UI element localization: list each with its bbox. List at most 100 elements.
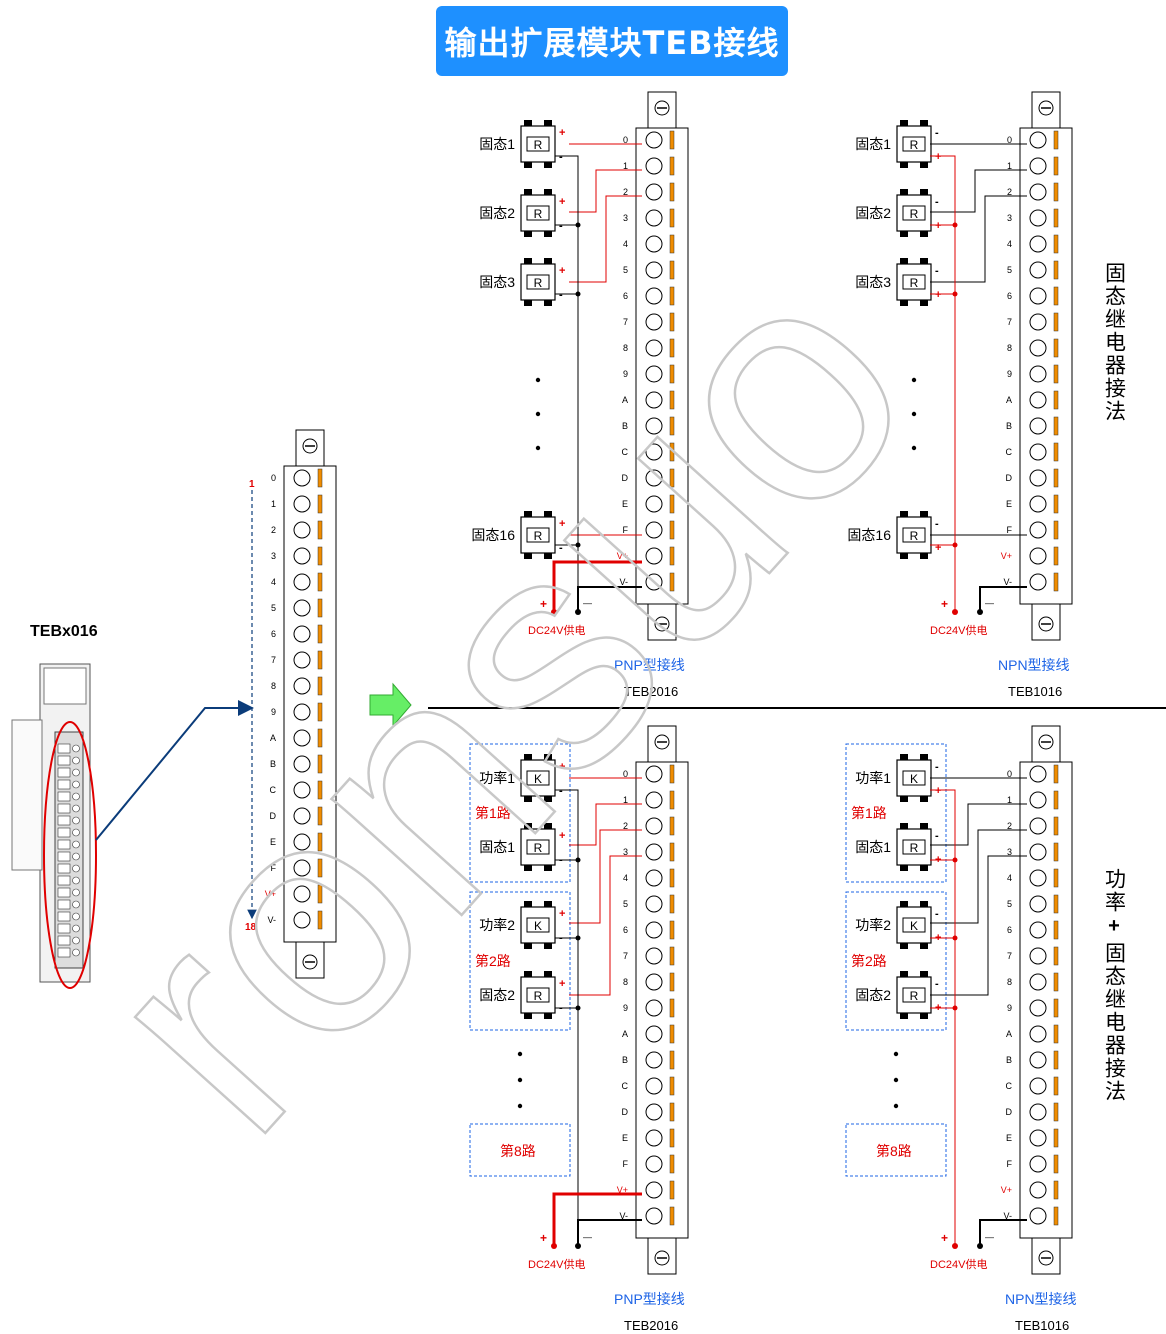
terminal-stripe — [669, 920, 675, 940]
terminal-stripe — [669, 1102, 675, 1122]
strip-body — [635, 127, 689, 605]
terminal-label: E — [622, 499, 628, 509]
polarity-top: + — [559, 761, 565, 773]
terminal-screw — [293, 547, 311, 565]
relay-label: 固态2 — [855, 205, 891, 221]
polarity-top: - — [935, 761, 939, 773]
terminal-screw — [1029, 417, 1047, 435]
terminal-screw — [645, 547, 663, 565]
terminal-label: F — [1007, 525, 1013, 535]
relay-symbol: R — [534, 138, 543, 152]
terminal-screw — [1029, 391, 1047, 409]
terminal-screw — [645, 183, 663, 201]
terminal-label: D — [1006, 1107, 1013, 1117]
terminal-screw — [1029, 339, 1047, 357]
index-first: 1 — [249, 479, 255, 490]
terminal-label: 5 — [623, 265, 628, 275]
relay-symbol: R — [910, 276, 919, 290]
terminal-stripe — [1053, 1050, 1059, 1070]
relay-label: 固态2 — [479, 987, 515, 1003]
module-pin — [57, 803, 71, 814]
side-caption-text: 固态继电器接法 — [1103, 262, 1127, 423]
module-pin — [57, 779, 71, 790]
terminal-label: E — [622, 1133, 628, 1143]
terminal-label: 0 — [1007, 769, 1012, 779]
terminal-label: 5 — [271, 603, 276, 613]
terminal-label: C — [622, 1081, 629, 1091]
supply-minus: — — [985, 598, 994, 608]
relay-label: 固态1 — [855, 136, 891, 152]
terminal-screw — [1029, 209, 1047, 227]
terminal-stripe — [669, 312, 675, 332]
supply-plus: + — [540, 1231, 547, 1245]
module-pin — [57, 899, 71, 910]
terminal-label: E — [1006, 1133, 1012, 1143]
terminal-stripe — [317, 910, 323, 930]
terminal-label: V- — [267, 915, 276, 925]
terminal-screw — [1029, 765, 1047, 783]
terminal-stripe — [669, 442, 675, 462]
terminal-label: 4 — [1007, 873, 1012, 883]
polarity-bottom: - — [559, 220, 563, 232]
terminal-label: 8 — [623, 343, 628, 353]
terminal-stripe — [1053, 1128, 1059, 1148]
model-label: TEB1016 — [1008, 684, 1062, 699]
terminal-label: F — [623, 525, 629, 535]
terminal-screw — [645, 1025, 663, 1043]
terminal-screw — [645, 895, 663, 913]
side-caption-ssr: 固态继电器接法 — [1103, 262, 1127, 423]
relay-symbol: K — [910, 772, 918, 786]
terminal-label: 3 — [1007, 847, 1012, 857]
relay-label: 功率2 — [479, 917, 515, 933]
terminal-stripe — [669, 1180, 675, 1200]
terminal-screw — [645, 1129, 663, 1147]
terminal-screw — [293, 677, 311, 695]
terminal-stripe — [669, 894, 675, 914]
terminal-label: A — [622, 395, 628, 405]
index-last: 18 — [245, 922, 257, 933]
terminal-stripe — [669, 494, 675, 514]
terminal-label: 0 — [623, 135, 628, 145]
terminal-screw — [1029, 313, 1047, 331]
relay-label: 固态16 — [471, 527, 515, 543]
side-caption-text: 固态继电器接法 — [1103, 942, 1127, 1103]
terminal-label: 3 — [623, 213, 628, 223]
wiring-type-label: NPN型接线 — [998, 657, 1070, 673]
terminal-label: 6 — [623, 925, 628, 935]
supply-label: DC24V供电 — [528, 1257, 585, 1271]
terminal-stripe — [317, 832, 323, 852]
route-label: 第1路 — [475, 805, 511, 821]
polarity-top: + — [559, 127, 565, 139]
relay-symbol: K — [534, 772, 542, 786]
terminal-label: F — [271, 863, 277, 873]
terminal-screw — [293, 495, 311, 513]
terminal-screw — [293, 469, 311, 487]
ellipsis-dots — [517, 377, 917, 1109]
terminal-label: A — [1006, 395, 1012, 405]
terminal-label: 8 — [271, 681, 276, 691]
terminal-screw — [645, 261, 663, 279]
terminal-stripe — [1053, 442, 1059, 462]
terminal-stripe — [1053, 1154, 1059, 1174]
terminal-screw — [645, 287, 663, 305]
terminal-screw — [293, 599, 311, 617]
terminal-label: C — [1006, 1081, 1013, 1091]
terminal-stripe — [669, 208, 675, 228]
supply-label: DC24V供电 — [528, 623, 585, 637]
route-label: 第2路 — [475, 953, 511, 969]
relay-symbol: R — [534, 276, 543, 290]
supply-label: DC24V供电 — [930, 623, 987, 637]
side-caption-text: 功率 — [1103, 868, 1127, 914]
polarity-top: + — [559, 196, 565, 208]
terminal-stripe — [669, 998, 675, 1018]
terminal-label: 7 — [1007, 317, 1012, 327]
